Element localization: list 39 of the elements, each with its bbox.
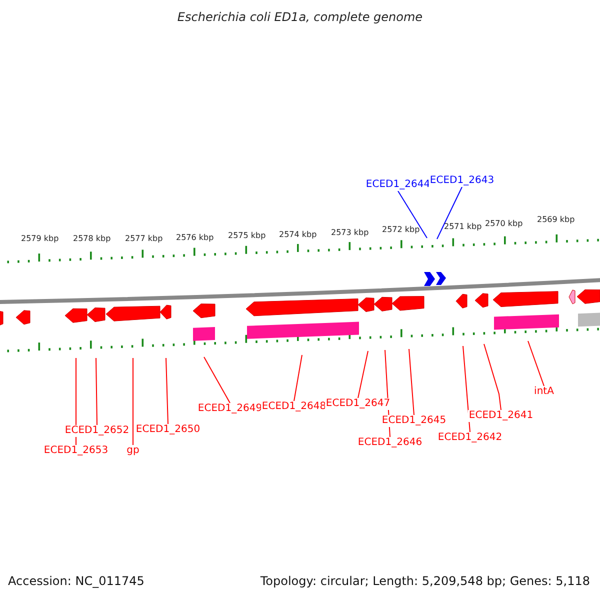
leader-line — [528, 340, 544, 386]
gene-label: ECED1_2645 — [380, 415, 448, 427]
footer-text: Accession: NC_011745 — [8, 574, 144, 588]
scale-label: 2575 kbp — [228, 231, 266, 240]
leader-line — [436, 186, 462, 240]
scale-label: 2576 kbp — [176, 233, 214, 242]
scale-label: 2577 kbp — [125, 234, 163, 243]
gene-label: ECED1_2653 — [42, 445, 110, 457]
gene-label: ECED1_2648 — [260, 401, 328, 413]
scale-label: 2574 kbp — [279, 230, 317, 239]
scale-label: 2570 kbp — [485, 219, 523, 228]
leader-line — [166, 358, 168, 424]
gene-label: ECED1_2642 — [436, 432, 504, 444]
leader-line — [484, 344, 502, 410]
leader-line — [398, 190, 428, 238]
gene-label: ECED1_2644 — [364, 179, 432, 191]
scale-label: 2579 kbp — [21, 234, 59, 243]
gene-label: ECED1_2646 — [356, 437, 424, 449]
leader-line — [358, 350, 368, 398]
gene-label: ECED1_2652 — [64, 425, 130, 437]
gene-label: ECED1_2641 — [468, 410, 534, 422]
genome-title: Escherichia coli ED1a, complete genome — [176, 10, 424, 24]
leader-line — [96, 358, 98, 426]
scale-label: 2572 kbp — [382, 225, 420, 234]
scale-label: 2569 kbp — [537, 215, 575, 224]
leader-line — [132, 358, 134, 446]
leader-line — [408, 348, 414, 416]
footer-text: Topology: circular; Length: 5,209,548 bp; Genes: 5,118 — [260, 574, 590, 588]
scale-label: 2573 kbp — [331, 228, 369, 237]
gene-label: ECED1_2649 — [196, 403, 264, 415]
leader-line — [462, 346, 470, 432]
scale-label: 2571 kbp — [444, 222, 482, 231]
gene-label: ECED1_2647 — [324, 398, 392, 410]
leader-line — [294, 354, 302, 402]
gene-label: gp — [126, 445, 140, 457]
scale-label: 2578 kbp — [73, 234, 111, 243]
leader-line — [204, 356, 230, 404]
gene-label: ECED1_2650 — [134, 424, 202, 436]
gene-label: ECED1_2643 — [428, 175, 496, 187]
